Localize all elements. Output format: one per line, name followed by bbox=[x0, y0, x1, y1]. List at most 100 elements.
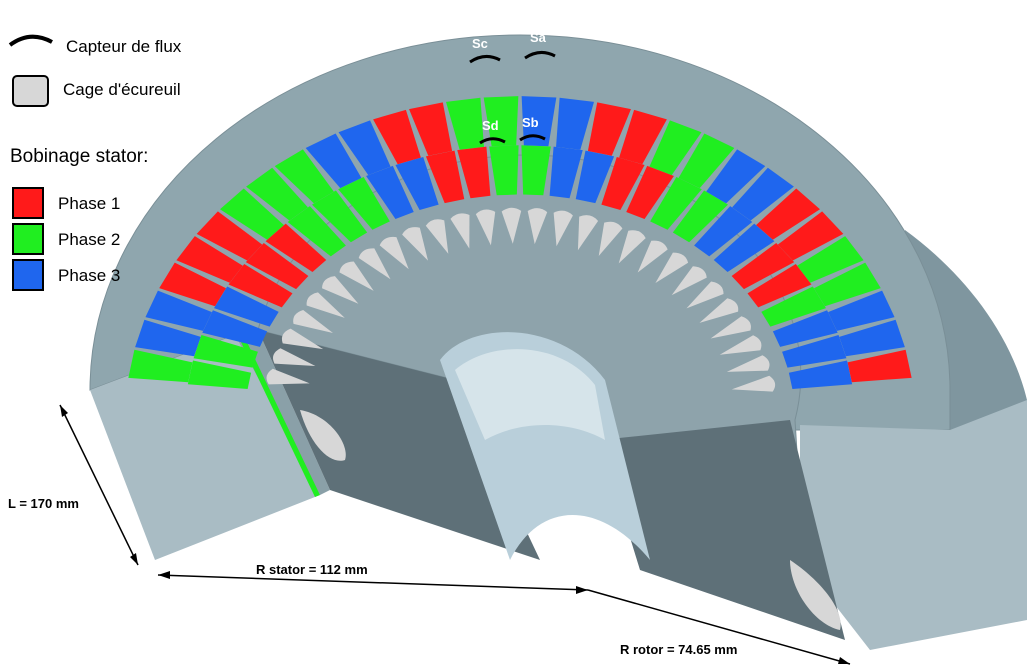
rotor-bar-15 bbox=[527, 208, 548, 245]
stator-slot-25-inner-coil bbox=[731, 243, 795, 290]
rotor-bar-8 bbox=[358, 248, 391, 280]
stator-slot-14-outer-coil bbox=[446, 97, 484, 150]
stator-slot-5-inner-coil bbox=[228, 264, 293, 308]
sensor-sc-label: Sc bbox=[472, 36, 488, 51]
rotor-bar-27 bbox=[726, 355, 770, 372]
phase-3-swatch bbox=[12, 259, 44, 291]
rotor-bar-19 bbox=[618, 230, 646, 264]
stator-slot-19-outer-coil bbox=[619, 109, 667, 165]
stator-slot-14-inner-coil bbox=[457, 146, 491, 199]
rotor-bar-25 bbox=[710, 316, 751, 339]
rotor-bar-24 bbox=[699, 298, 739, 323]
stator-slot-11-inner-coil bbox=[366, 165, 414, 219]
stator-slot-30-inner-coil bbox=[788, 360, 853, 390]
stator-slot-1-outer-coil bbox=[128, 349, 193, 383]
sensor-sb-arc bbox=[519, 134, 546, 142]
right-cut-block bbox=[800, 400, 1027, 650]
stator-slot-4-outer-coil bbox=[159, 262, 227, 307]
stator-slot-5-outer-coil bbox=[176, 236, 243, 283]
phase-2-swatch bbox=[12, 223, 44, 255]
stator-slot-3-inner-coil bbox=[202, 310, 268, 347]
rotor-bar-12 bbox=[450, 213, 470, 249]
stator-slot-2-outer-coil bbox=[135, 319, 201, 357]
stator-slot-1-inner-coil bbox=[187, 360, 252, 390]
stator-slot-2-inner-coil bbox=[193, 334, 258, 368]
cage-legend-swatch bbox=[12, 75, 49, 107]
stator-slot-24-inner-coil bbox=[713, 223, 775, 273]
stator-slot-22-inner-coil bbox=[672, 190, 729, 243]
rotor-bar-3 bbox=[281, 328, 324, 350]
rotor-bar-7 bbox=[339, 261, 374, 291]
stator-slot-28-outer-coil bbox=[828, 290, 895, 331]
sensor-sd-label: Sd bbox=[482, 118, 499, 133]
rotor-radius-arrow-right bbox=[838, 657, 850, 664]
stator-slot-10-inner-coil bbox=[338, 177, 390, 230]
stator-slot-9-inner-coil bbox=[311, 190, 368, 243]
stator-slot-26-outer-coil bbox=[797, 236, 864, 283]
rotor-bar-21 bbox=[655, 252, 689, 284]
rotor-bar-14 bbox=[501, 207, 522, 244]
stator-slot-23-outer-coil bbox=[732, 167, 794, 221]
sensor-sa-arc bbox=[524, 51, 556, 60]
length-label: L = 170 mm bbox=[8, 496, 79, 511]
rotor-bar-20 bbox=[637, 240, 668, 273]
sensor-sa-label: Sa bbox=[530, 30, 547, 45]
rotor-bar-11 bbox=[425, 219, 449, 254]
stator-slot-12-outer-coil bbox=[373, 109, 421, 165]
stator-slot-29-outer-coil bbox=[839, 319, 905, 357]
rotor-radius-line bbox=[587, 589, 851, 665]
stator-slot-18-inner-coil bbox=[575, 150, 615, 204]
shaft-bore-inner bbox=[455, 349, 605, 440]
length-arrow-head-top bbox=[60, 405, 68, 417]
stator-slot-17-outer-coil bbox=[556, 97, 594, 150]
length-arrow-head-bottom bbox=[130, 553, 138, 565]
stator-slot-15-inner-coil bbox=[489, 145, 519, 196]
stator-slot-13-inner-coil bbox=[425, 150, 465, 204]
left-cut-winding-strip bbox=[240, 338, 320, 497]
rotor-bar-18 bbox=[598, 221, 623, 256]
rotor-bar-17 bbox=[577, 215, 599, 251]
stator-slot-28-inner-coil bbox=[772, 310, 838, 347]
rotor-bar-23 bbox=[686, 281, 724, 309]
stator-slot-13-outer-coil bbox=[409, 102, 453, 156]
stator-radius-label: R stator = 112 mm bbox=[256, 562, 368, 577]
rotor-radius-label: R rotor = 74.65 mm bbox=[620, 642, 737, 657]
stator-slot-23-inner-coil bbox=[694, 206, 753, 257]
stator-radius-arrow-right bbox=[576, 586, 588, 594]
stator-slot-18-outer-coil bbox=[587, 102, 631, 156]
stator-slot-7-outer-coil bbox=[220, 188, 284, 240]
rotor-bars bbox=[266, 207, 776, 392]
legend-cage-label: Cage d'écureuil bbox=[63, 80, 181, 99]
stator-slot-8-outer-coil bbox=[246, 167, 308, 221]
stator-slot-27-outer-coil bbox=[813, 262, 881, 307]
stator-slot-30-outer-coil bbox=[847, 349, 912, 383]
rotor-bar-28 bbox=[731, 375, 776, 392]
rotor-right-cut bbox=[600, 420, 845, 640]
phase-1-swatch bbox=[12, 187, 44, 219]
phase-3-label: Phase 3 bbox=[58, 266, 120, 285]
rotor-bar-6 bbox=[321, 276, 359, 304]
stator-slot-6-outer-coil bbox=[196, 211, 263, 261]
rotor-bar-left-cut bbox=[300, 410, 346, 461]
rotor-bar-22 bbox=[671, 266, 707, 296]
stator-slot-21-inner-coil bbox=[650, 177, 702, 230]
stator-slot-26-inner-coil bbox=[747, 264, 812, 308]
left-cut-block bbox=[90, 335, 320, 560]
stator-radius-arrow-left bbox=[158, 571, 170, 579]
legend-winding-title: Bobinage stator: bbox=[10, 146, 148, 167]
rotor-bar-13 bbox=[475, 209, 496, 246]
stator-slot-7-inner-coil bbox=[265, 223, 327, 273]
stator-slot-9-outer-coil bbox=[274, 149, 334, 204]
stator-slot-24-outer-coil bbox=[756, 188, 820, 240]
rotor-bar-26 bbox=[719, 335, 762, 355]
rotor-bar-5 bbox=[306, 292, 345, 318]
rotor-bar-9 bbox=[379, 236, 409, 270]
rotor-bar-2 bbox=[272, 348, 316, 366]
rotor-bar-1 bbox=[266, 368, 310, 385]
stator-slot-10-outer-coil bbox=[305, 133, 362, 189]
flux-sensor-legend-icon bbox=[8, 34, 53, 47]
stator-slot-4-inner-coil bbox=[214, 286, 279, 327]
stator-slot-12-inner-coil bbox=[395, 157, 439, 211]
